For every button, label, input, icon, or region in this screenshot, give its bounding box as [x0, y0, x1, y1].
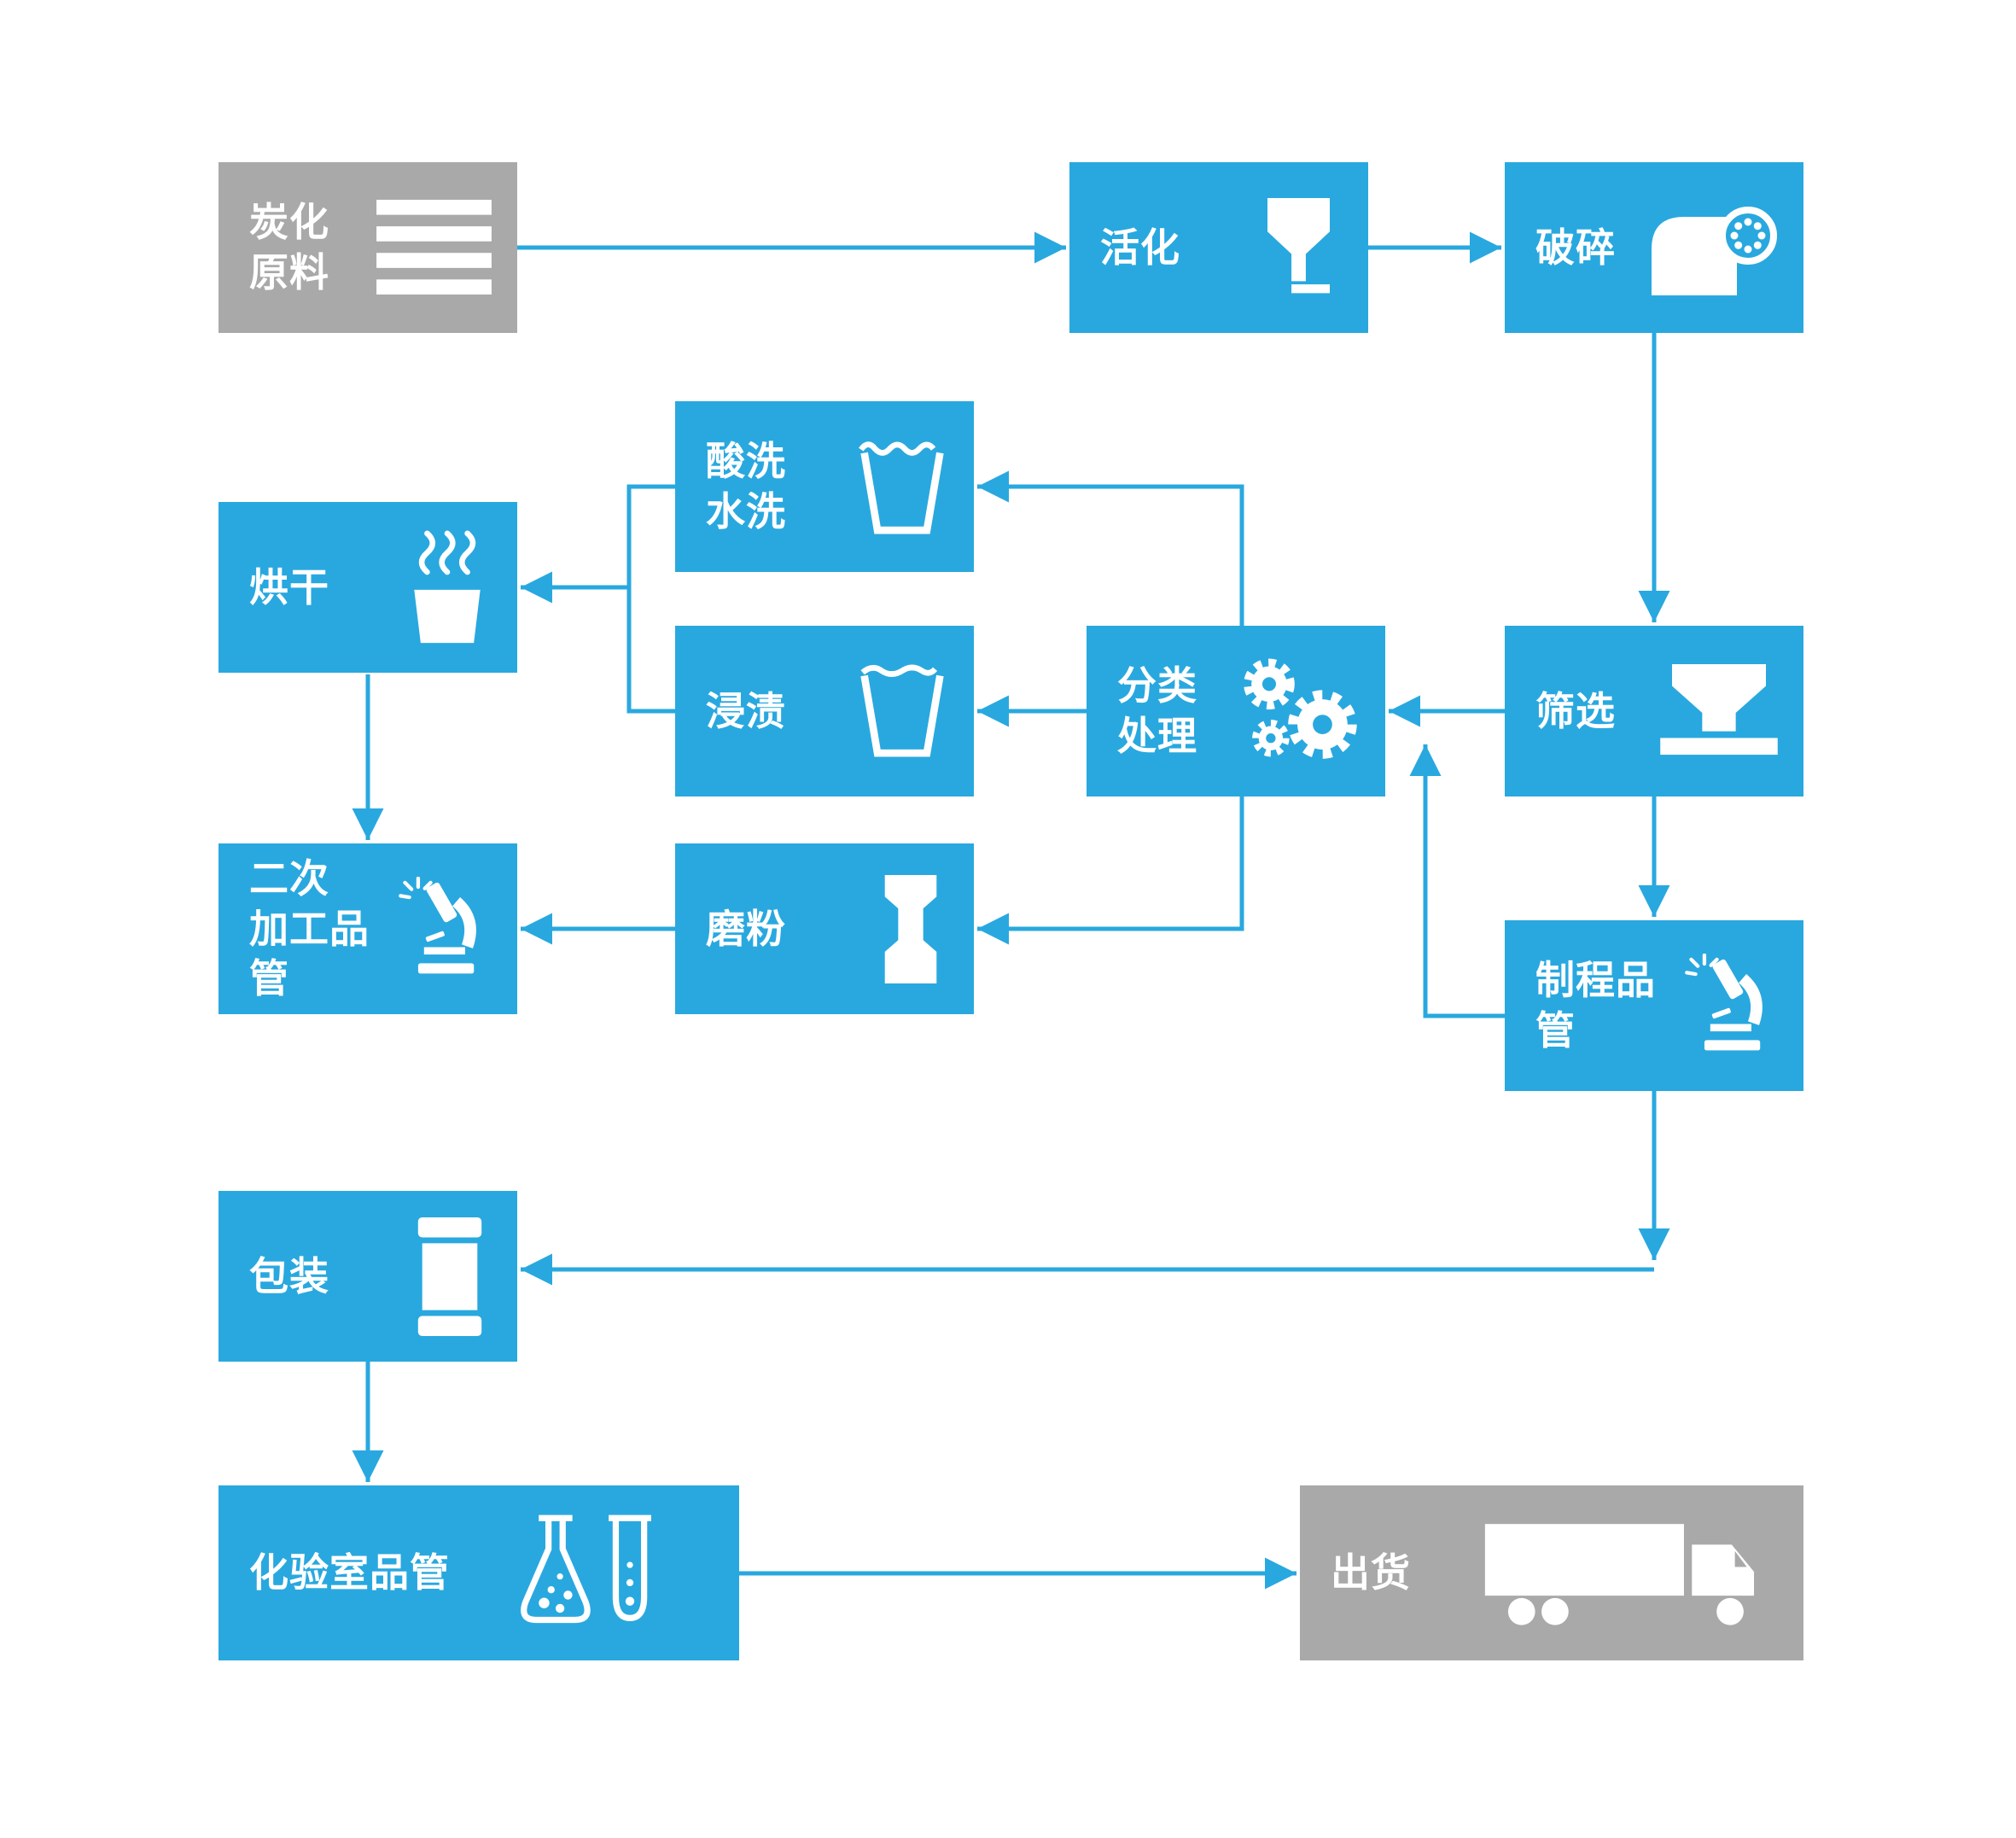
node-label: 烘干 — [249, 563, 329, 610]
node-milling: 磨粉 — [675, 843, 974, 1014]
truck-icon — [1484, 1523, 1755, 1625]
lab-flasks-icon — [510, 1514, 653, 1632]
wash-cup-icon — [856, 436, 948, 537]
node-secondary-qc: 二次 加工品管 — [218, 843, 517, 1014]
connector-wash-impregnation-junction — [626, 484, 675, 714]
grinder-icon — [884, 874, 937, 983]
node-crushing: 破碎 — [1505, 162, 1803, 333]
edge-classification-to-acid-wash — [977, 470, 1244, 626]
node-activation: 活化 — [1069, 162, 1368, 333]
node-impregnation: 浸渍 — [675, 626, 974, 796]
node-label: 包装 — [249, 1252, 329, 1299]
microscope-icon — [1682, 954, 1778, 1058]
crusher-icon — [1650, 200, 1778, 295]
node-acid-water-wash: 酸洗 水洗 — [675, 401, 974, 572]
soak-cup-icon — [856, 661, 948, 761]
node-label: 化验室品管 — [249, 1549, 450, 1596]
node-label: 分类 处理 — [1117, 662, 1197, 759]
node-process-qc: 制程品管 — [1505, 920, 1803, 1091]
node-label: 制程品管 — [1535, 957, 1656, 1053]
sieve-hopper-icon — [1660, 664, 1778, 756]
node-label: 破碎 — [1535, 224, 1616, 271]
node-label: 磨粉 — [706, 905, 786, 952]
stacked-sheets-icon — [376, 200, 492, 295]
node-label: 活化 — [1100, 224, 1180, 271]
node-shipping: 出货 — [1300, 1485, 1803, 1660]
node-drying: 烘干 — [218, 502, 517, 673]
funnel-icon — [1267, 197, 1331, 293]
node-classification: 分类 处理 — [1087, 626, 1385, 796]
package-icon — [417, 1217, 482, 1336]
edge-process-qc-feedback-up — [1409, 744, 1505, 1018]
edge-classification-to-milling — [977, 796, 1244, 945]
node-packaging: 包装 — [218, 1191, 517, 1362]
steam-cup-icon — [403, 530, 492, 645]
microscope-icon — [396, 877, 492, 981]
node-carbonized-material: 炭化 原料 — [218, 162, 517, 333]
node-screening: 筛选 — [1505, 626, 1803, 796]
node-label: 酸洗 水洗 — [706, 438, 786, 534]
node-label: 出货 — [1331, 1549, 1411, 1596]
node-label: 炭化 原料 — [249, 199, 329, 295]
gears-icon — [1238, 656, 1360, 766]
node-lab-qc: 化验室品管 — [218, 1485, 739, 1660]
node-label: 筛选 — [1535, 687, 1616, 734]
node-label: 二次 加工品管 — [249, 855, 370, 1002]
node-label: 浸渍 — [706, 687, 786, 734]
